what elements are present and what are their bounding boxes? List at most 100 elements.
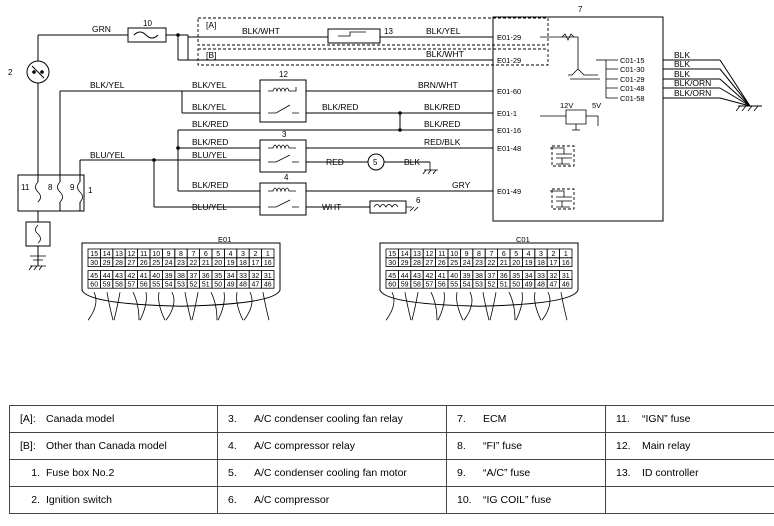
legend-text: Fuse box No.2 [46,467,115,479]
legend-key: 13. [616,467,631,479]
wire-blk-yel-3-label: BLK/YEL [192,102,227,112]
legend-key: 9. [457,467,466,479]
connector-pin-number: 54 [165,282,173,289]
wire-blu-yel-3-label: BLU/YEL [192,202,227,212]
wire-blk-yel-1-label: BLK/YEL [90,80,125,90]
legend-cell: 11.“IGN” fuse [605,405,774,433]
harness-wire [262,292,270,321]
connector-pin-number: 47 [252,282,260,289]
legend-text: ECM [483,413,507,425]
connector-pin-number: 23 [475,260,483,267]
connector-pin-number: 27 [426,260,434,267]
harness-wire [411,292,419,321]
legend-cell: 13.ID controller [605,459,774,487]
wire-blk-wht-a-label: BLK/WHT [242,26,280,36]
id-controller [327,28,381,44]
connector-pin-number: 52 [190,282,198,289]
connector-pin-number: 30 [388,260,396,267]
legend-cell: 7. ECM [446,405,606,433]
harness-wire [191,292,199,321]
legend-text: “IG COIL” fuse [483,494,552,506]
region-a [197,17,549,46]
fuse-ac-number: 9 [70,183,75,192]
fuse-ign-number: 11 [21,183,30,192]
connector-pin-number: 19 [525,260,533,267]
connector-pin-number: 31 [264,273,272,280]
wire-wht-label: WHT [322,202,341,212]
legend-text: A/C condenser cooling fan motor [254,467,407,479]
terminal-c01-58: C01-58 [620,94,645,103]
ecm-box [492,16,664,222]
harness-wire [404,292,412,321]
wire-blk-red-comp-label: BLK/RED [192,180,228,190]
wire-c01-58-label: BLK/ORN [674,88,711,98]
connector-pin-number: 6 [204,251,208,258]
ig-coil-fuse-number: 10 [143,19,152,28]
connector-pin-number: 41 [438,273,446,280]
harness-wire [482,292,490,321]
connector-pin-number: 10 [450,251,458,258]
connector-pin-number: 4 [527,251,531,258]
legend-text: Other than Canada model [46,440,167,452]
connector-pin-number: 39 [463,273,471,280]
connector-pin-number: 44 [103,273,111,280]
id-controller-number: 13 [384,27,393,36]
legend-cell [605,486,774,514]
terminal-e01-49: E01-49 [497,187,521,196]
legend-text: “FI” fuse [483,440,523,452]
harness-wire [430,292,438,321]
ac-compressor [369,200,407,214]
legend-key: 8. [457,440,466,452]
connector-pin-number: 6 [502,251,506,258]
connector-pin-number: 2 [253,251,257,258]
connector-pin-cell [261,257,275,267]
connector-pin-number: 51 [500,282,508,289]
legend-key: 6. [228,494,237,506]
connector-pin-number: 4 [229,251,233,258]
legend-text: Main relay [642,440,691,452]
wire-blk-red-4-label: BLK/RED [424,119,460,129]
connector-pin-number: 19 [227,260,235,267]
ignition-switch-number: 2 [8,68,13,77]
legend-text: A/C compressor relay [254,440,355,452]
connector-pin-number: 8 [179,251,183,258]
connector-pin-number: 34 [525,273,533,280]
region-b-label: [B] [206,50,216,60]
connector-pin-number: 43 [115,273,123,280]
legend-key: 1. [31,467,40,479]
connector-pin-number: 55 [450,282,458,289]
wire-blk-red-5-label: BLK/RED [192,137,228,147]
connector-pin-number: 5 [216,251,220,258]
connector-pin-number: 55 [152,282,160,289]
connector-pin-number: 28 [115,260,123,267]
connector-pin-number: 7 [191,251,195,258]
connector-pin-number: 14 [103,251,111,258]
connector-pin-cell [559,278,573,289]
connector-pin-number: 48 [239,282,247,289]
connector-pin-number: 31 [562,273,570,280]
ac-compressor-number: 6 [416,196,421,205]
legend-cell: [A]:Canada model [9,405,218,433]
connector-pin-number: 40 [152,273,160,280]
voltage-5v: 5V [592,101,601,110]
wire-blk-wht-b-label: BLK/WHT [426,49,464,59]
connector-pin-number: 17 [550,260,558,267]
connector-pin-number: 10 [152,251,160,258]
wire-blu-yel-2-label: BLU/YEL [192,150,227,160]
harness-wire [560,292,568,321]
connector-pin-number: 56 [438,282,446,289]
wire-gry-label: GRY [452,180,471,190]
connector-pin-number: 21 [202,260,210,267]
harness-wire [158,292,166,321]
wire-blk-yel-a-label: BLK/YEL [426,26,461,36]
wire-blu-yel-1-label: BLU/YEL [90,150,125,160]
connector-pin-number: 9 [167,251,171,258]
connector-e01-name: E01 [218,235,231,244]
legend-key: 7. [457,413,466,425]
connector-pin-number: 42 [128,273,136,280]
legend-cell: 12.Main relay [605,432,774,460]
